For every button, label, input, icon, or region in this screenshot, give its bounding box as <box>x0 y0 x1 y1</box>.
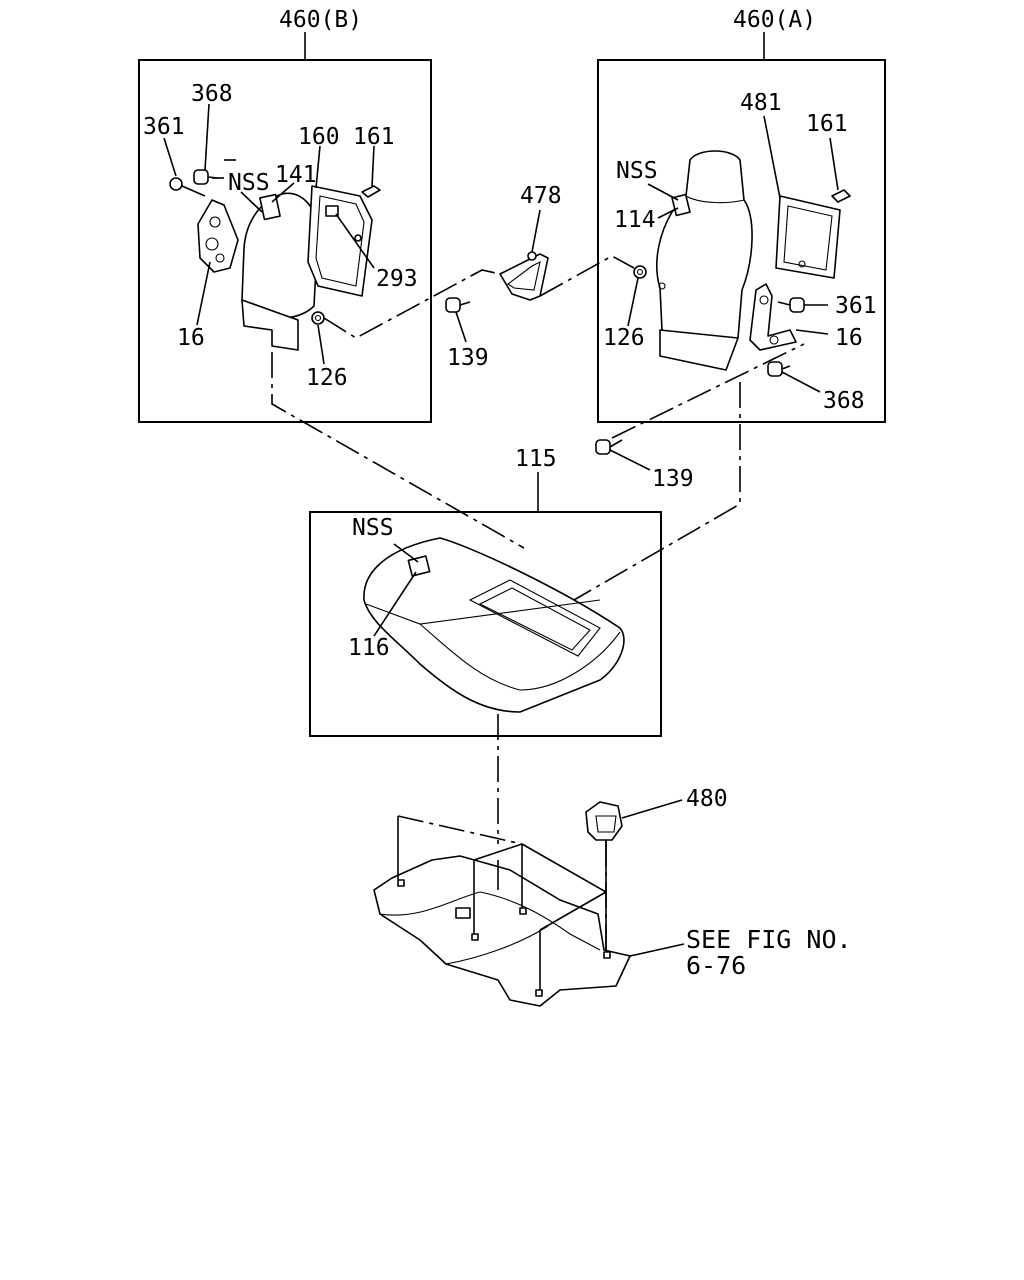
callout-480: 480 <box>686 786 728 812</box>
callout-161-b: 161 <box>353 124 395 150</box>
callout-161-a: 161 <box>806 111 848 137</box>
group-label-460b: 460(B) <box>279 7 362 33</box>
bolt-368-a <box>767 361 791 377</box>
bracket-480 <box>585 801 623 841</box>
seatback-a-parts <box>633 150 851 377</box>
reference-fig-number: 6-76 <box>686 951 746 980</box>
callout-481: 481 <box>740 90 782 116</box>
connection-bolt-to-bracket <box>611 343 805 439</box>
floor-panel <box>373 855 631 1007</box>
clip-293 <box>325 205 339 217</box>
seatback-a-box <box>597 59 886 423</box>
screw-161-b <box>361 185 381 198</box>
callout-126-a: 126 <box>603 325 645 351</box>
reference-see-fig: SEE FIG NO. <box>686 925 852 954</box>
callout-368-a: 368 <box>823 388 865 414</box>
seatback-b-box <box>138 59 432 423</box>
callout-nss-cushion: NSS <box>352 515 394 541</box>
callout-141: 141 <box>275 162 317 188</box>
seat-cushion <box>363 537 625 713</box>
label-nss-b <box>259 193 281 221</box>
rear-panel-160 <box>307 185 373 297</box>
group-label-460a: 460(A) <box>733 7 816 33</box>
callout-nss-b: NSS <box>228 170 270 196</box>
callout-116: 116 <box>348 635 390 661</box>
seatback-a <box>655 150 753 343</box>
cushion-box <box>309 511 662 737</box>
callout-361-b: 361 <box>143 114 185 140</box>
callout-nss-a: NSS <box>616 158 658 184</box>
rear-frame-481 <box>775 195 841 279</box>
callout-126-b: 126 <box>306 365 348 391</box>
bolt-361-a <box>777 297 805 313</box>
hinge-bracket-a <box>749 283 797 351</box>
callout-139-top: 139 <box>447 345 489 371</box>
seatback-b-parts <box>169 169 381 351</box>
callout-16-a: 16 <box>835 325 863 351</box>
nut-126-a <box>633 265 647 279</box>
connection-latch-to-a <box>539 255 635 297</box>
callout-114: 114 <box>614 207 656 233</box>
connection-b-to-cushion <box>271 352 525 549</box>
seatback-b-lower <box>241 299 299 351</box>
connection-b-to-latch <box>323 269 501 339</box>
seatback-a-lower <box>659 329 739 371</box>
label-nss-cushion <box>407 555 431 577</box>
callout-361-a: 361 <box>835 293 877 319</box>
screw-161-a <box>831 189 851 203</box>
callout-160: 160 <box>298 124 340 150</box>
hinge-bracket-b <box>197 199 239 273</box>
nut-126-b <box>311 311 325 325</box>
callout-293: 293 <box>376 266 418 292</box>
connection-floor-left <box>397 815 523 845</box>
callout-478: 478 <box>520 183 562 209</box>
bolt-139-top <box>445 297 471 313</box>
group-label-115: 115 <box>515 446 557 472</box>
callout-368-b: 368 <box>191 81 233 107</box>
callout-139-bottom: 139 <box>652 466 694 492</box>
bolt-361-b <box>169 177 206 197</box>
callout-16-b: 16 <box>177 325 205 351</box>
bolt-368-b <box>193 169 219 185</box>
latch-478 <box>499 251 549 301</box>
bolt-139-bottom <box>595 439 623 455</box>
